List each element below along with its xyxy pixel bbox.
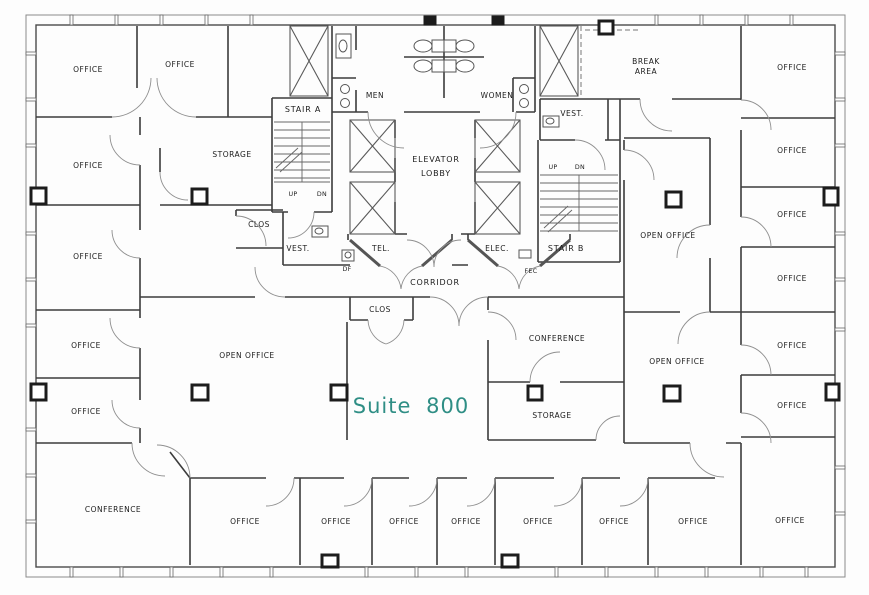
label-df: DF [342,266,351,273]
label-elec: ELEC. [485,244,509,253]
label-office-right-6: OFFICE [777,401,807,410]
label-office-right-3: OFFICE [777,210,807,219]
stair-treads [274,121,618,233]
label-vest-left: VEST. [286,244,309,253]
elevator-shafts [289,25,579,235]
label-lobby: LOBBY [421,169,451,178]
room-labels: OFFICE OFFICE OFFICE OFFICE OFFICE OFFIC… [71,57,807,526]
interior-walls [36,26,835,565]
label-office-bottom-2: OFFICE [321,517,351,526]
label-storage-topleft: STORAGE [212,150,251,159]
label-men: MEN [366,91,384,100]
label-up-stair-a: UP [288,191,297,198]
label-women: WOMEN [481,91,514,100]
door-swings [109,77,772,507]
columns [29,15,841,569]
label-office-bottom-7: OFFICE [678,517,708,526]
label-break-area-1: BREAK [632,57,660,66]
label-vest-topright: VEST. [560,109,583,118]
label-clos-left: CLOS [248,220,270,229]
label-office-bottom-1: OFFICE [230,517,260,526]
label-office-bottom-3: OFFICE [389,517,419,526]
label-office-right-1: OFFICE [777,63,807,72]
window-mullions [25,14,846,578]
label-conference-bottomleft: CONFERENCE [85,505,141,514]
label-open-office-right-upper: OPEN OFFICE [640,231,695,240]
label-office-right-2: OFFICE [777,146,807,155]
label-office-bottom-4: OFFICE [451,517,481,526]
label-office-bottomright: OFFICE [775,516,805,525]
label-office-left-2: OFFICE [73,252,103,261]
label-office-left-3: OFFICE [71,341,101,350]
label-dn-stair-a: DN [317,191,327,198]
label-storage-center: STORAGE [532,411,571,420]
label-corridor: CORRIDOR [410,278,460,287]
label-elevator: ELEVATOR [412,155,460,164]
label-office-bottom-5: OFFICE [523,517,553,526]
label-break-area-2: AREA [635,67,658,76]
label-dn-stair-b: DN [575,164,585,171]
label-open-office-left: OPEN OFFICE [219,351,274,360]
label-stair-b: STAIR B [548,244,584,253]
label-office-right-4: OFFICE [777,274,807,283]
label-stair-a: STAIR A [285,105,321,114]
suite-title: Suite 800 [353,394,469,418]
break-area-counter [580,26,638,96]
label-up-stair-b: UP [548,164,557,171]
chamfer-walls [349,238,571,268]
label-tel: TEL. [371,244,390,253]
label-office-bottom-6: OFFICE [599,517,629,526]
label-office-topleft-2: OFFICE [165,60,195,69]
label-open-office-right-lower: OPEN OFFICE [649,357,704,366]
label-office-left-4: OFFICE [71,407,101,416]
label-office-left-1: OFFICE [73,161,103,170]
label-office-topleft-1: OFFICE [73,65,103,74]
label-conference-center: CONFERENCE [529,334,585,343]
label-fec: FEC [525,268,538,275]
restroom-fixtures [311,33,560,262]
label-clos-center: CLOS [369,305,391,314]
label-office-right-5: OFFICE [777,341,807,350]
